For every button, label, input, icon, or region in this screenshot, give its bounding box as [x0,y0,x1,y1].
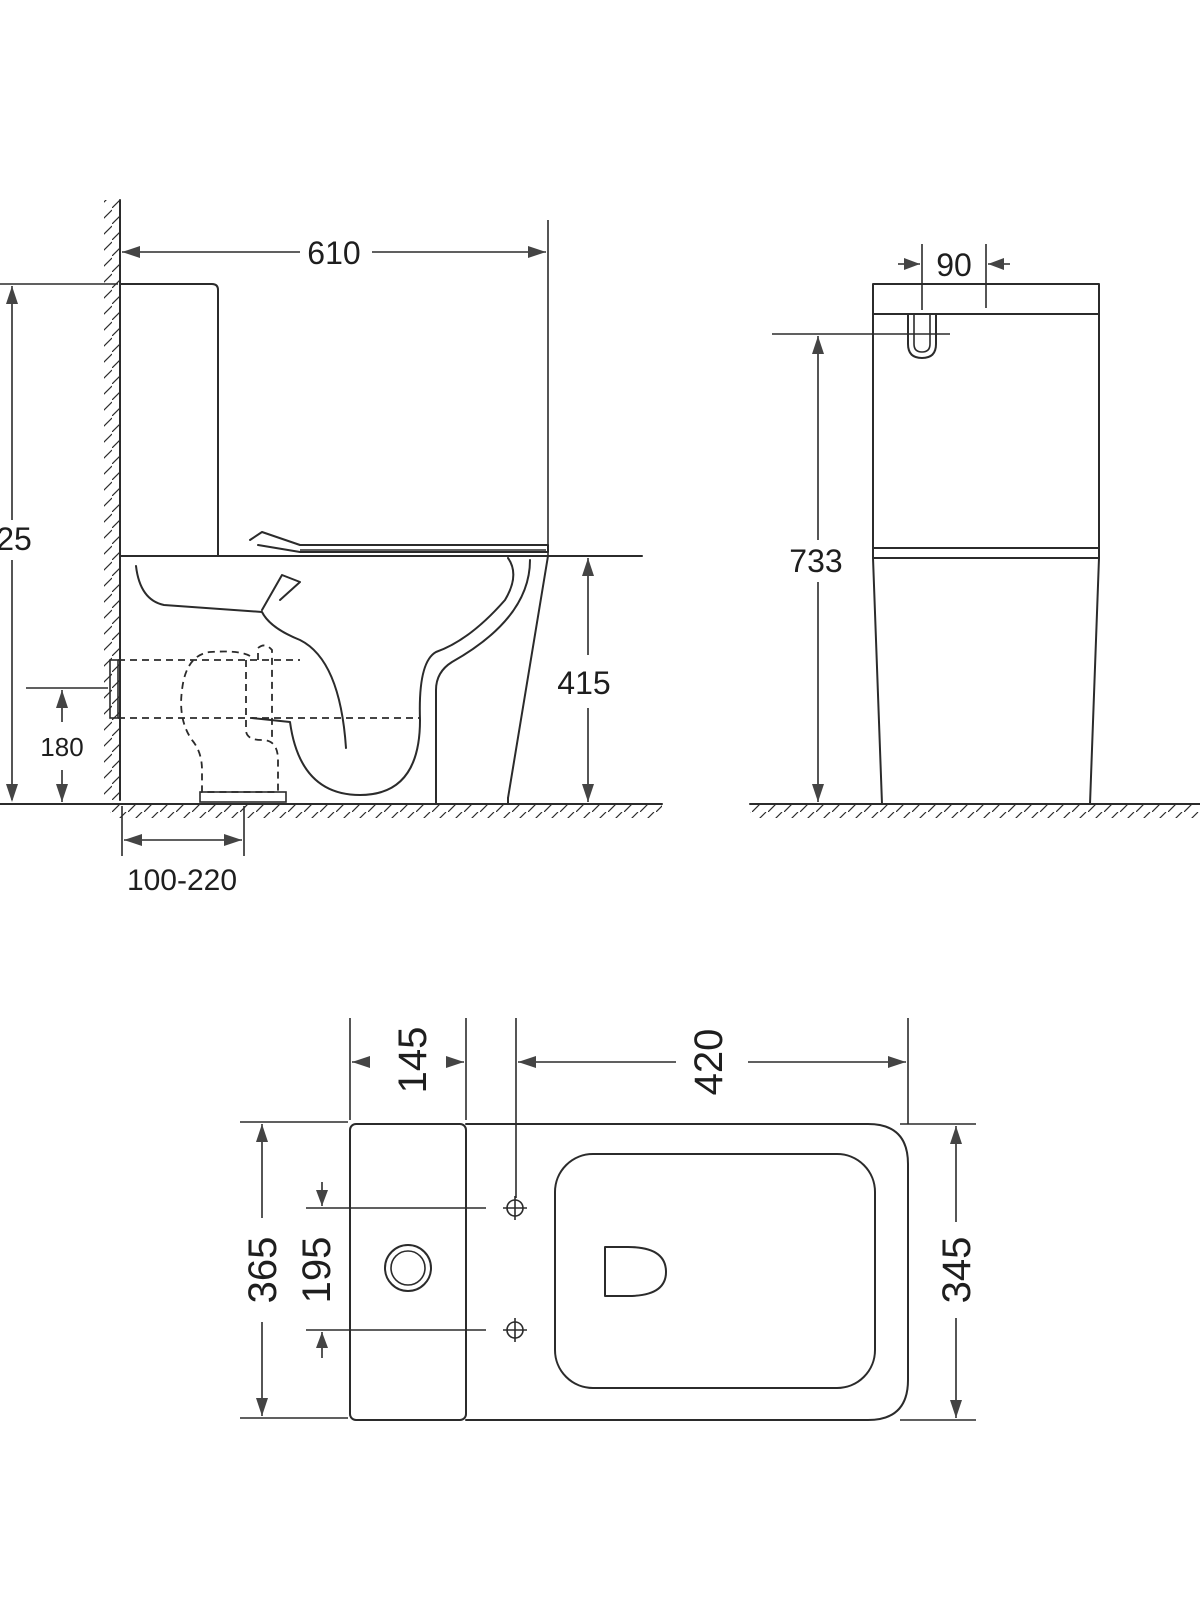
dim-345: 345 [900,1123,979,1421]
dim-365-label: 365 [241,1237,285,1304]
bowl-drain [604,1246,667,1297]
dim-195-label: 195 [295,1237,339,1304]
cistern-top [349,1123,467,1421]
dim-610-label: 610 [307,235,360,271]
top-view: 145 420 365 [240,1018,979,1421]
bowl-outer [435,555,549,799]
dim-610: 610 [122,220,549,556]
dim-733: 733 [772,333,950,802]
dim-345-label: 345 [935,1237,979,1304]
dim-420: 420 [515,1018,909,1198]
dim-145: 145 [349,1018,467,1120]
front-view: 90 733 [749,244,1200,818]
fixing-hole-upper [503,1196,527,1220]
outlet-pipe-hidden [109,644,420,803]
floor-right [749,803,1200,818]
dim-180: 180 [26,687,108,802]
dim-total-height: 25 [0,283,118,802]
dim-90: 90 [898,244,1010,310]
bowl-outer-top [465,1123,909,1421]
cistern-front [872,283,1100,549]
dim-365: 365 [240,1121,348,1419]
floor-left [0,803,663,818]
dim-100-220-label: 100-220 [127,864,237,897]
side-view: 610 25 415 180 [0,199,663,897]
flush-button [907,313,937,359]
dim-100-220: 100-220 [121,806,245,897]
dim-195: 195 [295,1182,486,1358]
bowl-trap [135,557,515,796]
dim-180-label: 180 [40,732,83,762]
seat-lid [249,531,549,553]
dim-145-label: 145 [391,1027,435,1094]
base-front [872,557,1100,805]
dim-420-label: 420 [687,1029,731,1096]
wall [104,199,121,801]
dim-415: 415 [557,558,611,802]
dim-90-label: 90 [936,247,972,283]
fixing-hole-lower [503,1318,527,1342]
cistern-side [119,283,219,557]
dim-733-label: 733 [789,543,842,579]
dim-415-label: 415 [557,665,610,701]
tank-outlet-hole [384,1244,432,1292]
bowl-inner-top [554,1153,876,1389]
dim-total-height-label: 25 [0,521,32,557]
